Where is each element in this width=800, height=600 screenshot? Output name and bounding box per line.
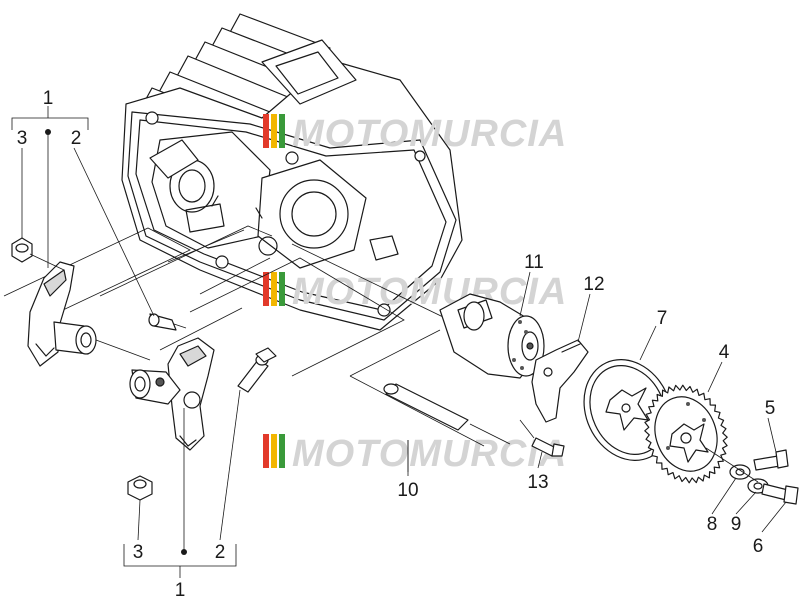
watermark-text: MOTOMURCIA <box>292 113 567 155</box>
nut-bottom <box>127 475 153 501</box>
watermark-stripe-yellow <box>271 434 277 468</box>
watermark-top: MOTOMURCIA <box>263 113 567 155</box>
watermark-bottom: MOTOMURCIA <box>263 433 567 475</box>
screw-5 <box>753 449 789 471</box>
rocker-arm-lower <box>129 337 215 451</box>
callout-top-3: 3 <box>17 128 28 149</box>
cam-sprocket <box>644 384 728 484</box>
camshaft <box>291 243 545 379</box>
watermark-stripe-green <box>279 434 285 468</box>
callout-13: 13 <box>527 472 548 493</box>
watermark-stripe-green <box>279 272 285 306</box>
cylinder-head <box>121 13 463 331</box>
bolt-13 <box>519 419 565 457</box>
callout-11: 11 <box>524 252 544 273</box>
retaining-plate <box>531 339 589 423</box>
callout-7: 7 <box>657 308 668 329</box>
watermark-text: MOTOMURCIA <box>292 433 567 475</box>
callout-10: 10 <box>397 480 418 501</box>
watermark-stripe-green <box>279 114 285 148</box>
callout-group-bottom: 1 <box>175 580 186 600</box>
adjust-screw-bottom <box>237 347 277 393</box>
callout-8: 8 <box>707 514 718 535</box>
callout-9: 9 <box>731 514 742 535</box>
watermark-stripe-yellow <box>271 114 277 148</box>
callout-group-top: 1 <box>43 88 54 109</box>
watermark-middle: MOTOMURCIA <box>263 271 567 313</box>
watermark-stripe-yellow <box>271 272 277 306</box>
callout-bottom-2: 2 <box>215 542 226 563</box>
rocker-plane-lines <box>3 225 485 447</box>
adjust-screw-top <box>148 313 187 331</box>
rocker-shaft <box>383 383 511 472</box>
callout-6: 6 <box>753 536 764 557</box>
screw-6 <box>705 447 799 505</box>
watermark-stripe-red <box>263 114 269 148</box>
callout-4: 4 <box>719 342 730 363</box>
watermark-text: MOTOMURCIA <box>292 271 567 313</box>
callout-top-2: 2 <box>71 128 82 149</box>
watermark-stripe-red <box>263 272 269 306</box>
nut-top <box>11 237 65 271</box>
callout-labels: 1 3 2 3 2 1 11 12 7 4 5 10 13 8 9 6 <box>17 88 776 600</box>
callout-12: 12 <box>583 274 604 295</box>
callout-5: 5 <box>765 398 776 419</box>
leader-lines <box>11 106 787 578</box>
washer-8 <box>729 464 751 480</box>
rocker-arm-upper <box>27 261 151 367</box>
callout-bottom-3: 3 <box>133 542 144 563</box>
watermark-stripe-red <box>263 434 269 468</box>
